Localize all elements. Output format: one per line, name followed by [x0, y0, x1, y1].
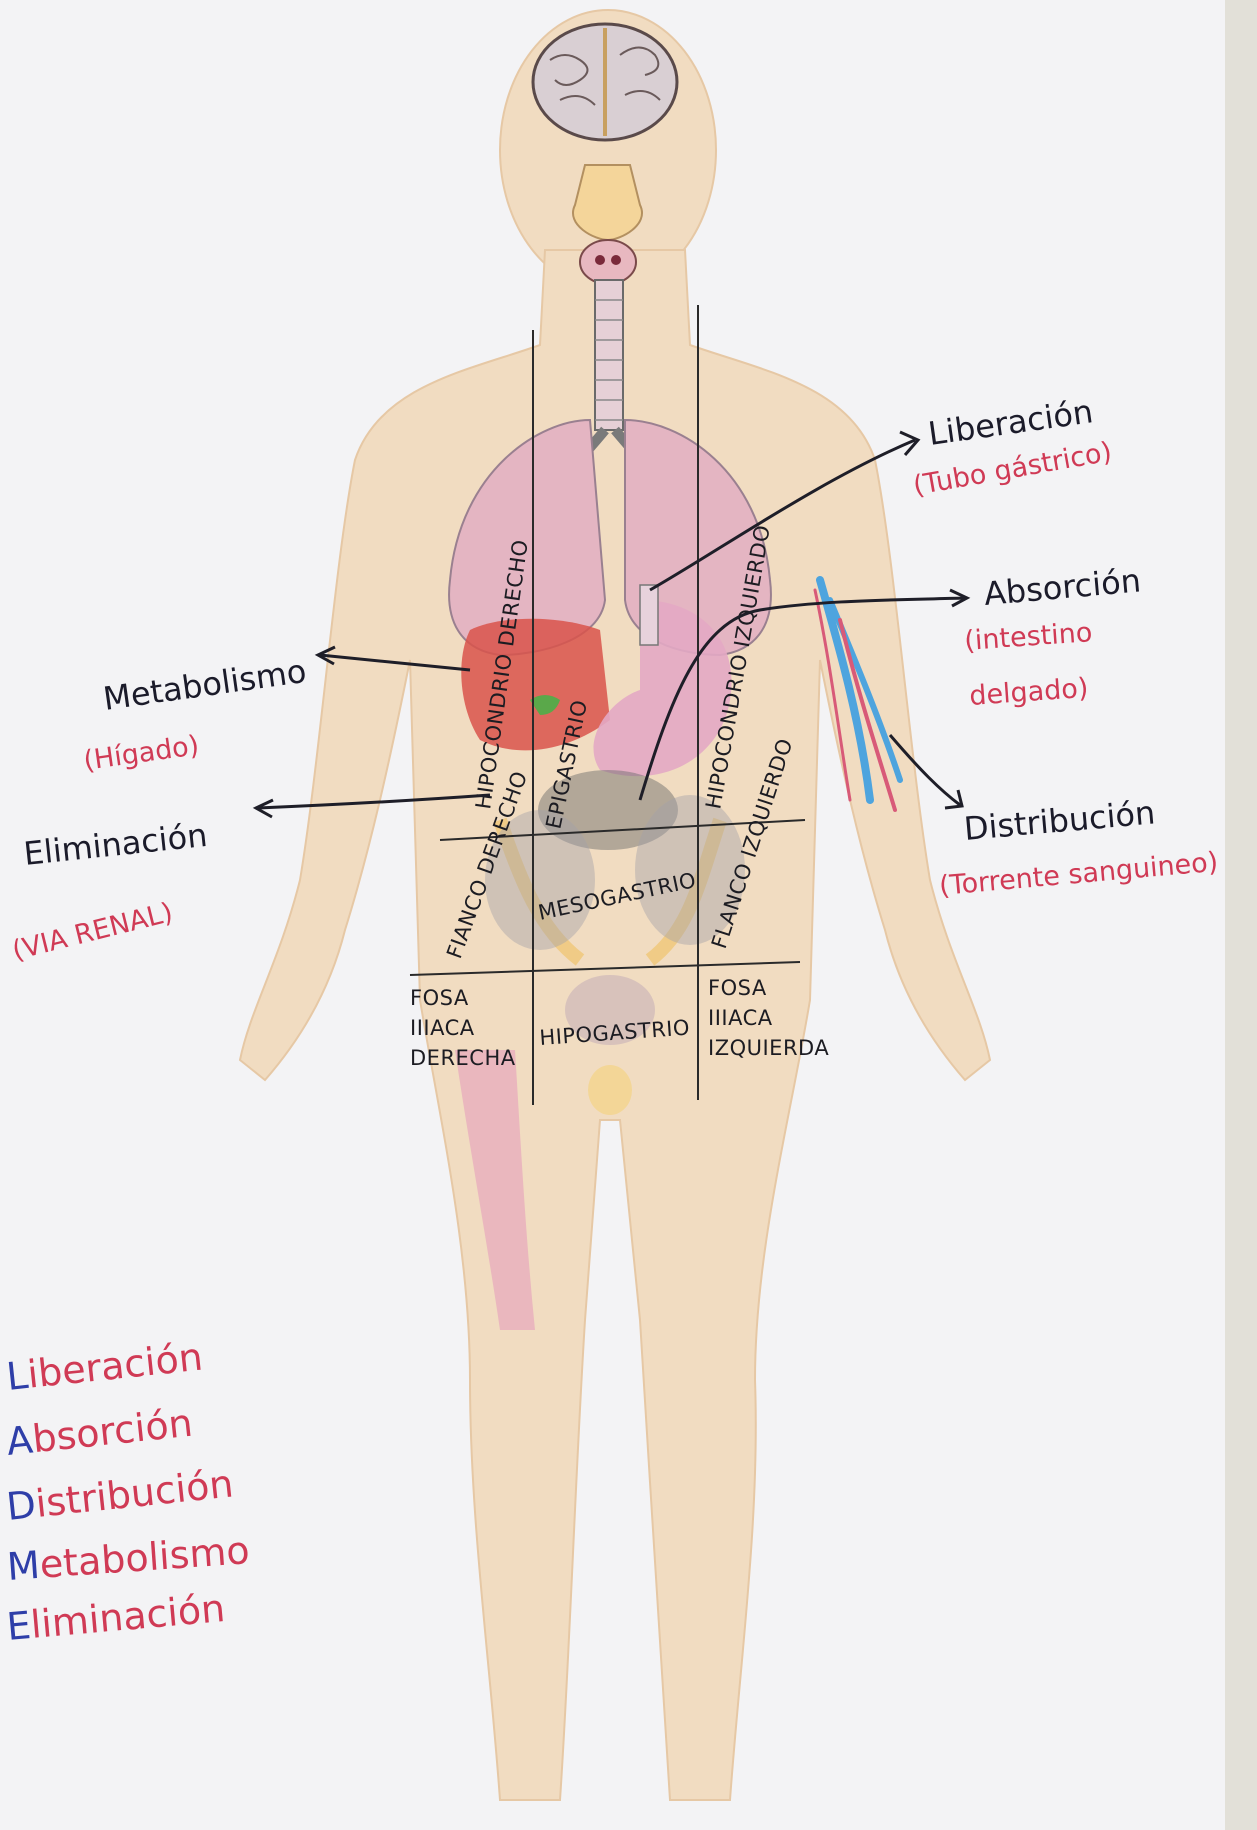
- nasal-cavity: [573, 165, 642, 240]
- brain-illustration: [533, 24, 677, 140]
- esophagus-tube: [640, 585, 658, 645]
- larynx: [580, 240, 636, 284]
- bladder: [588, 1065, 632, 1115]
- paper-edge: [1225, 0, 1257, 1830]
